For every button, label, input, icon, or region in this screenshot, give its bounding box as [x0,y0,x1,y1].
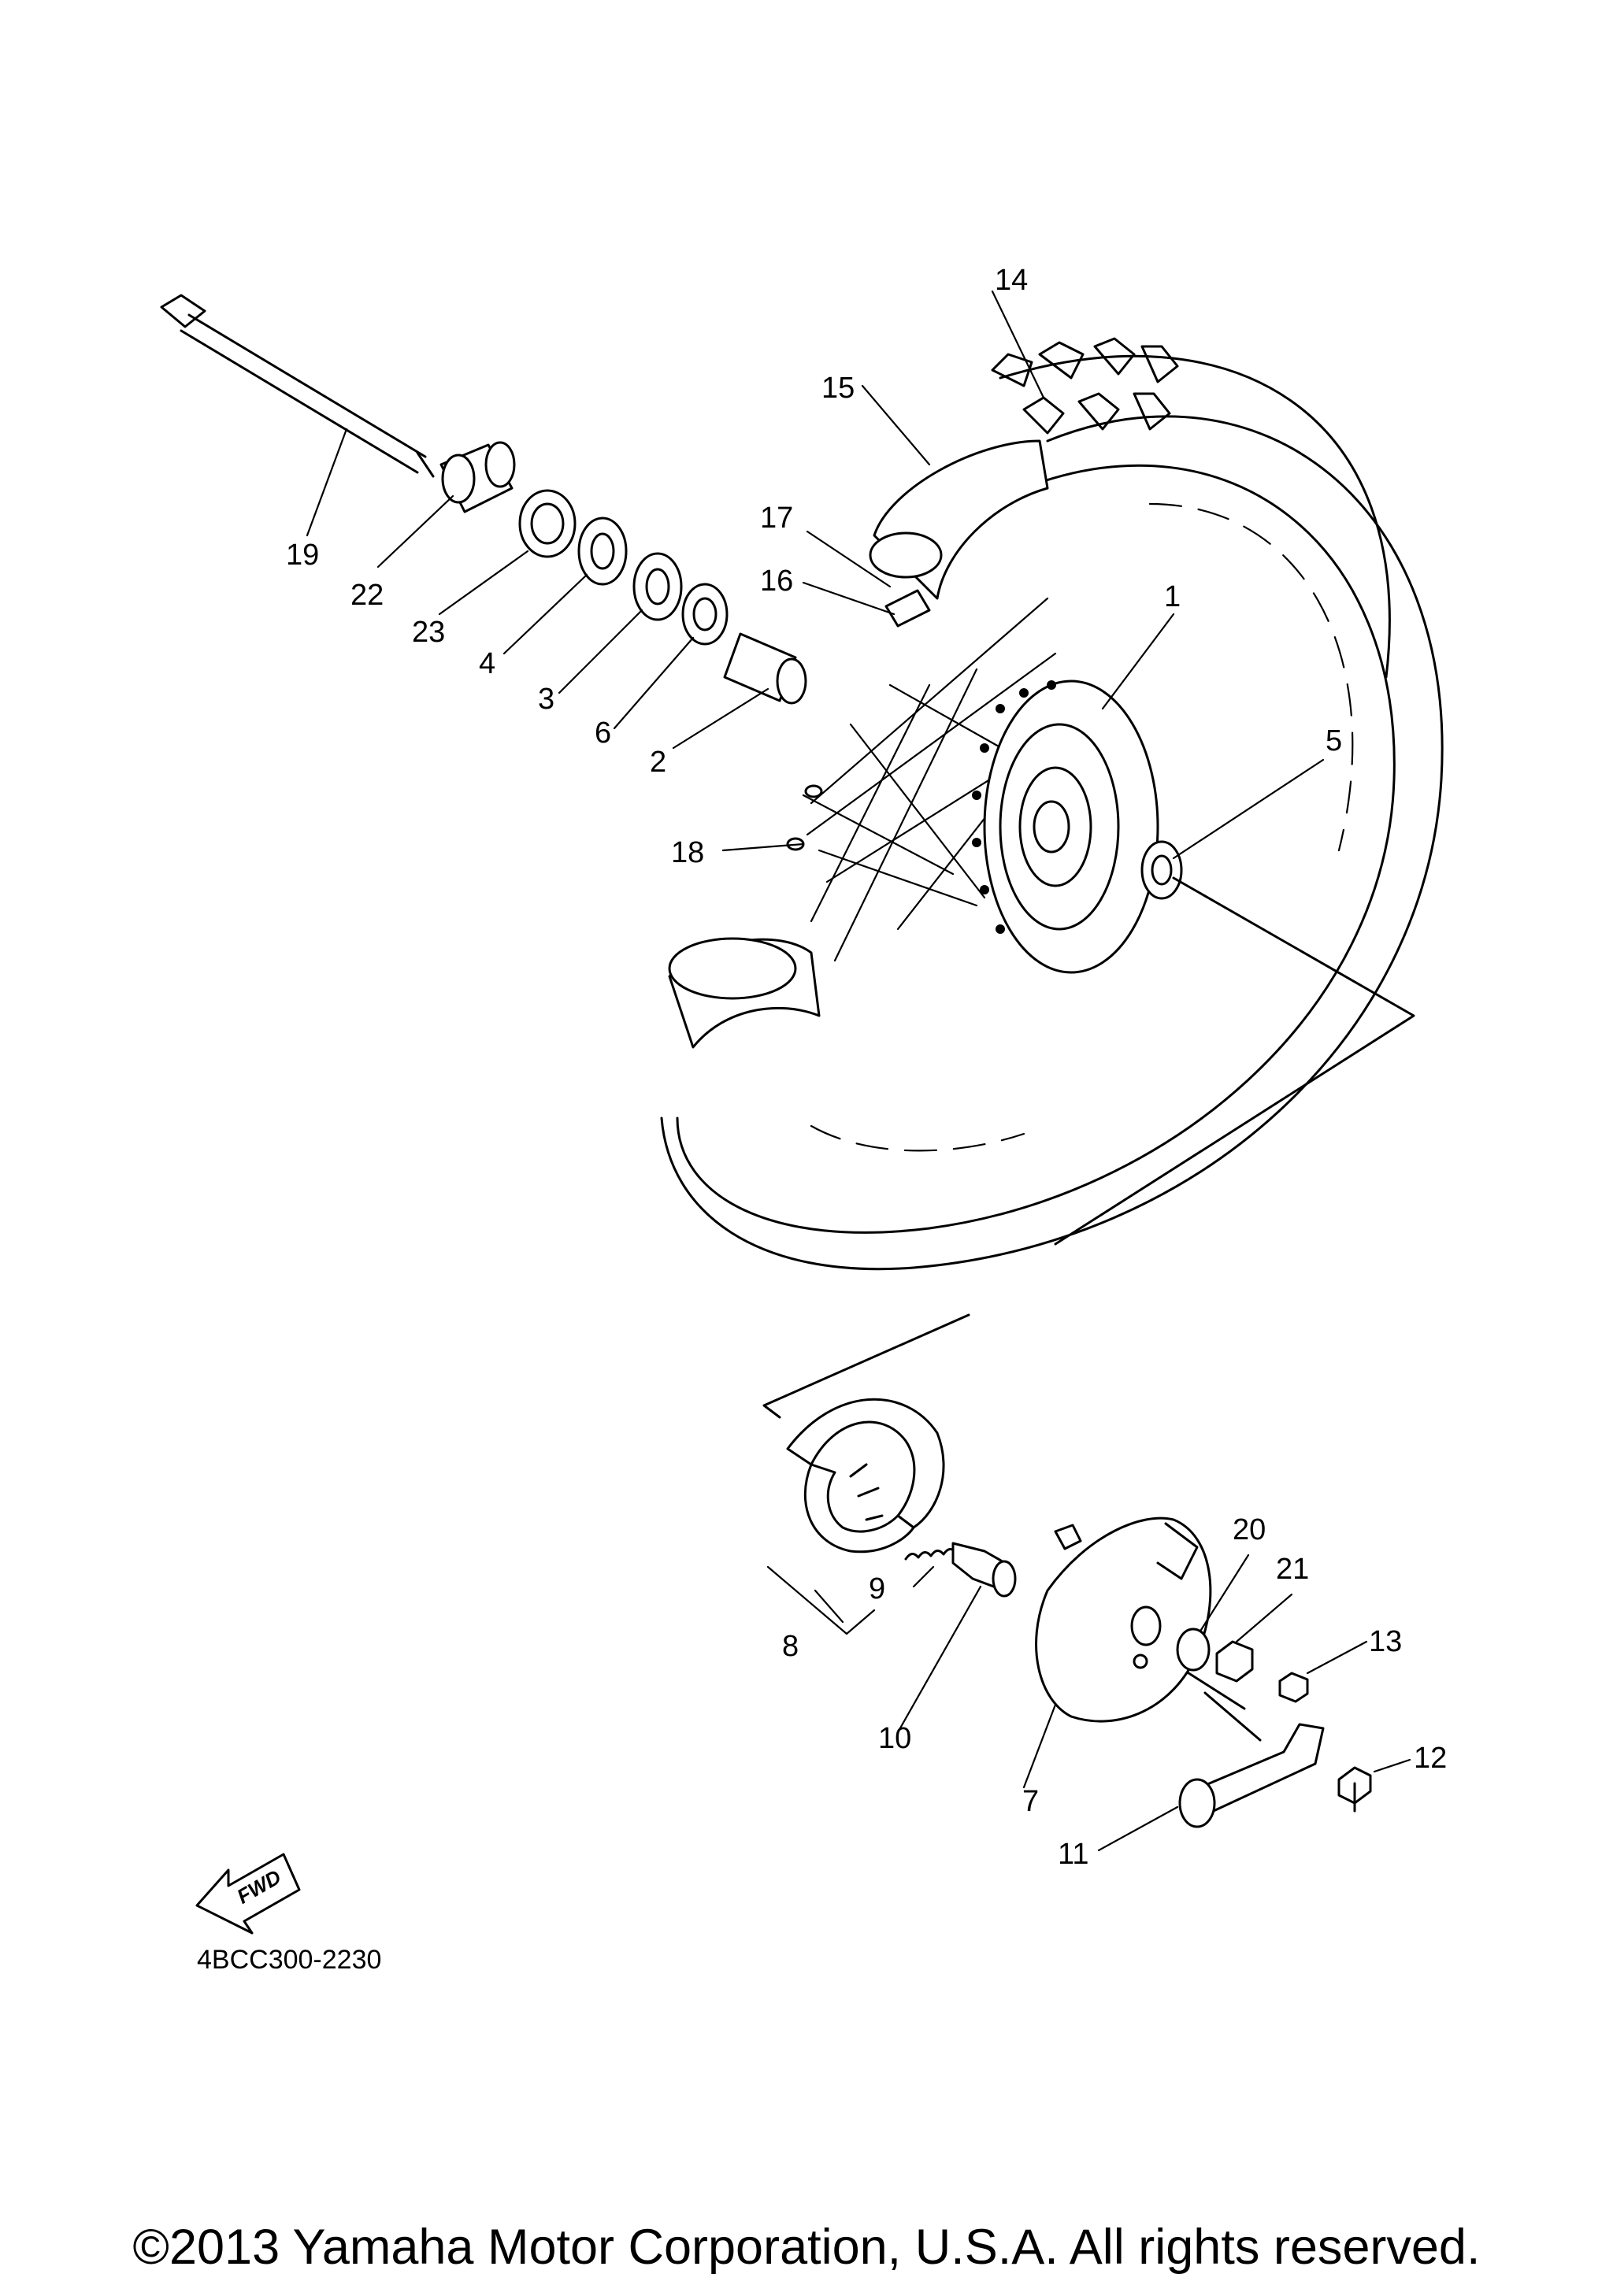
bearing-4 [577,517,628,586]
collar [439,441,516,513]
bolt [1337,1766,1372,1813]
label-1: 1 [1164,580,1181,613]
spring [904,1548,958,1561]
brake-shoe-plate [1035,1516,1212,1723]
camshaft-lever [1178,1723,1325,1828]
label-8: 8 [782,1630,799,1663]
bearing-3 [632,552,683,621]
label-3: 3 [538,683,554,716]
label-23: 23 [412,616,445,649]
label-14: 14 [995,264,1028,297]
part-labels: 1 2 3 4 5 6 7 8 9 10 11 12 13 14 15 16 1… [286,264,1447,1871]
leader-lines [306,290,1411,1852]
label-16: 16 [760,565,793,598]
oil-seal [518,489,577,558]
label-20: 20 [1233,1513,1266,1546]
fwd-arrow-icon: FWD [195,1853,301,1935]
label-22: 22 [350,579,384,612]
nut-21 [1215,1640,1254,1683]
camshaft [951,1542,1017,1598]
axle [160,294,435,478]
label-9: 9 [869,1572,885,1605]
label-4: 4 [479,647,495,680]
hub [972,680,1159,974]
label-5: 5 [1326,724,1342,757]
oil-seal-6 [681,583,729,646]
label-19: 19 [286,539,319,572]
tire [660,337,1444,1271]
label-2: 2 [650,746,666,779]
label-17: 17 [760,502,793,535]
label-7: 7 [1022,1785,1039,1818]
label-13: 13 [1369,1625,1402,1658]
brake-shoes [786,1398,945,1554]
label-21: 21 [1276,1553,1309,1586]
label-10: 10 [878,1722,911,1755]
label-15: 15 [821,372,855,405]
copyright-notice: ©2013 Yamaha Motor Corporation, U.S.A. A… [133,2220,1481,2275]
nut-13 [1278,1672,1309,1703]
label-6: 6 [595,717,611,750]
spacer [723,632,807,705]
spoke-nipples [786,784,823,851]
drawing-code: 4BCC300-2230 [197,1945,381,1975]
washer [1176,1628,1211,1672]
label-12: 12 [1414,1742,1447,1775]
oil-seal-5 [1140,840,1183,900]
label-11: 11 [1058,1838,1088,1871]
label-18: 18 [671,836,704,869]
